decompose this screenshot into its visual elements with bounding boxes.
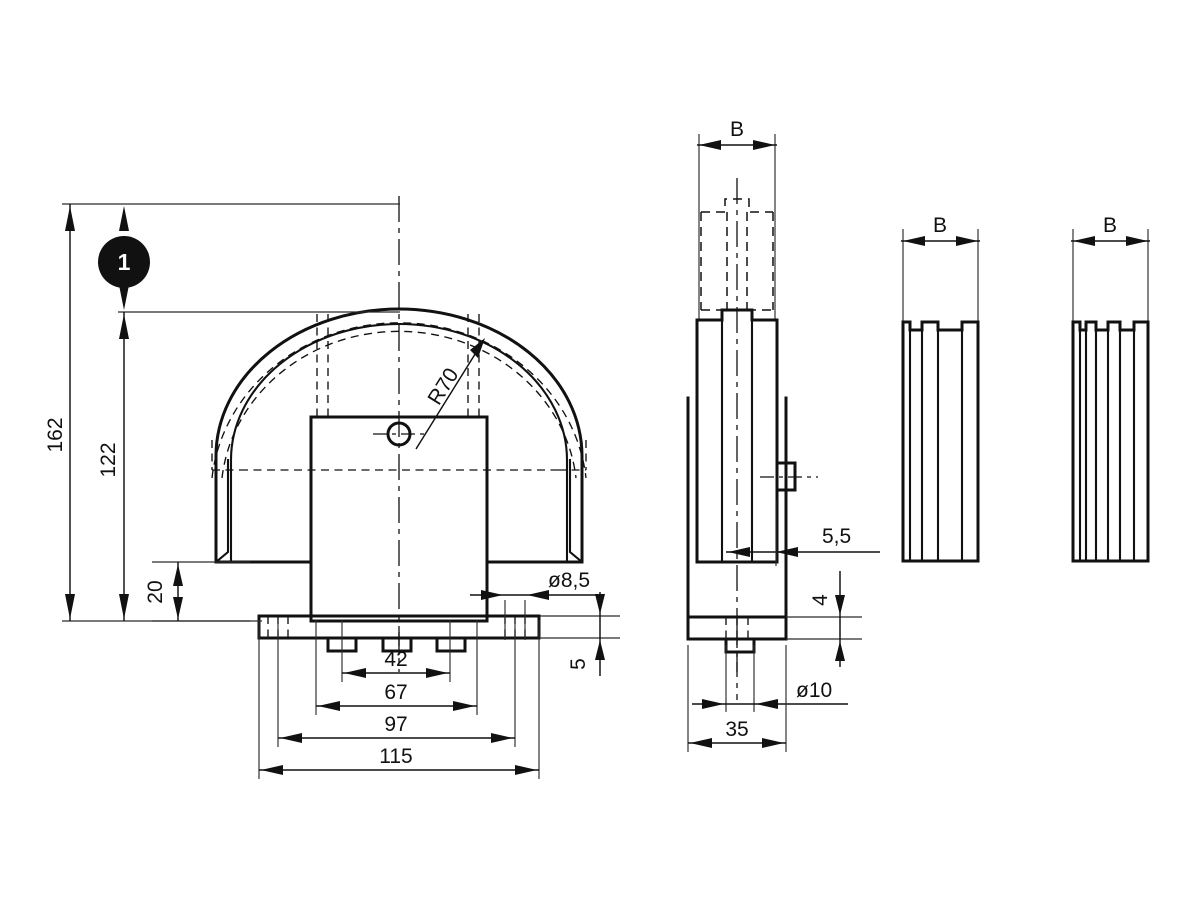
profile-view-a: B: [901, 214, 980, 563]
balloon-label: 1: [118, 249, 131, 275]
dim-42-arrow-right: [426, 668, 448, 678]
profile-view-b: B: [1071, 214, 1150, 563]
dim-b-profile-b-label: B: [1103, 214, 1117, 237]
roller-inner-shell: [229, 323, 569, 564]
dim-d85-arrow-left: [481, 590, 503, 600]
side-b-arrow-right: [753, 140, 775, 150]
balloon-circle: [98, 236, 150, 288]
dim-20-arrow-top: [173, 564, 183, 586]
dim-d10-arrow-right: [756, 699, 778, 709]
profa-b-arrow-left: [903, 236, 925, 246]
dim-d85-label: ø8,5: [548, 569, 590, 592]
dim-d10-arrow-left: [702, 699, 724, 709]
dim-97-arrow-right: [491, 733, 513, 743]
profb-b-arrow-right: [1126, 236, 1148, 246]
dim-d85-arrow-right: [527, 590, 549, 600]
swept-outline-dashed: [211, 322, 587, 479]
dim-42-label: 42: [384, 648, 407, 671]
dim-20-arrow-bottom: [173, 597, 183, 619]
dim-162-arrow-top: [65, 206, 75, 231]
dim-115-label: 115: [379, 745, 412, 768]
bottom-horizontal-dimensions: 42 67 97 115: [258, 620, 540, 779]
dim-67-label: 67: [384, 681, 407, 704]
dim-35-arrow-right: [762, 738, 784, 748]
dim-5-label: 5: [567, 658, 590, 670]
side-b-arrow-left: [699, 140, 721, 150]
side-hidden-top-profile: [701, 198, 773, 213]
dim-162-label: 162: [44, 417, 67, 452]
dim-bolt-hole-diameter: ø8,5: [470, 569, 596, 640]
roller-skirt-right: [568, 458, 584, 564]
profb-b-arrow-left: [1073, 236, 1095, 246]
dim-97-label: 97: [384, 713, 407, 736]
roller-outer-shell: [214, 307, 584, 564]
dim-35-label: 35: [725, 718, 748, 741]
dim-55-label: 5,5: [822, 525, 851, 548]
balloon-arrow-bottom: [119, 285, 129, 310]
swept-outline-inner-arc: [221, 330, 577, 479]
dim-5-arrow-bottom: [595, 640, 605, 660]
profa-b-arrow-right: [956, 236, 978, 246]
dim-b-profile-a-label: B: [933, 214, 947, 237]
side-view: B 5,5: [686, 118, 880, 752]
dim-35-arrow-left: [690, 738, 712, 748]
roller-skirt-left: [214, 458, 230, 564]
dim-20-label: 20: [144, 580, 167, 603]
dim-97-arrow-left: [280, 733, 302, 743]
dim-42-arrow-left: [344, 668, 366, 678]
dim-55-arrow-right: [776, 547, 798, 557]
left-vertical-dimensions: 162 122 1: [44, 203, 400, 622]
base-vertical-dimensions: 20 5: [144, 561, 620, 676]
swept-outline-outer-arc: [211, 322, 587, 479]
dim-b-side-label: B: [730, 118, 744, 141]
dim-115-arrow-left: [261, 765, 283, 775]
dim-162-arrow-bottom: [65, 594, 75, 619]
dim-122-arrow-top: [119, 314, 129, 339]
balloon-arrow-top: [119, 206, 129, 231]
base-tab-right: [435, 636, 467, 653]
r70-leader-arrowhead: [470, 338, 485, 358]
dim-d10-label: ø10: [796, 679, 832, 702]
dim-5-arrow-top: [595, 594, 605, 614]
r70-leader-line: [415, 350, 478, 450]
hub-block: [309, 415, 489, 623]
dim-4-label: 4: [809, 594, 832, 606]
dim-55-arrow-left: [728, 547, 750, 557]
dim-67-arrow-right: [453, 701, 475, 711]
base-tab-center: [381, 636, 413, 653]
dim-4-arrow-top: [835, 595, 845, 615]
dim-122-arrow-bottom: [119, 594, 129, 619]
dim-67-arrow-left: [318, 701, 340, 711]
dim-4-arrow-bottom: [835, 641, 845, 661]
profb-body-outline: [1071, 320, 1150, 563]
dim-115-arrow-right: [515, 765, 537, 775]
dim-122-label: 122: [97, 442, 120, 477]
